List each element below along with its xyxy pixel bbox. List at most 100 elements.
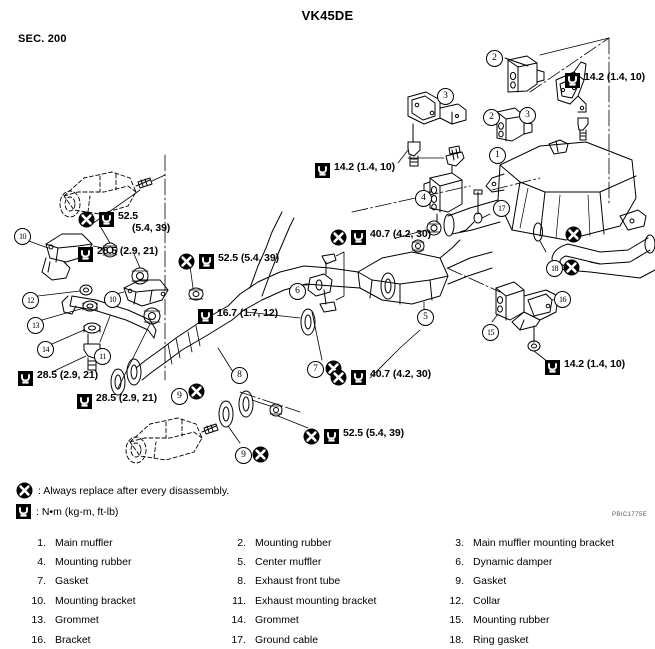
part-number: 9. (455, 575, 464, 588)
torque-value: 28.5 (2.9, 21) (37, 369, 98, 381)
callout-15: 15 (482, 324, 499, 341)
part-list-item: 8.Exhaust front tube (218, 572, 436, 591)
legend: : Always replace after every disassembly… (16, 480, 229, 522)
torque-value: 28.5 (2.9, 21) (96, 392, 157, 404)
replace-icon (303, 428, 320, 445)
part-number: 1. (37, 536, 46, 549)
part-name: Center muffler (255, 556, 322, 569)
torque-callout: 16.7 (1.7, 12) (198, 307, 278, 324)
torque-icon (565, 73, 580, 88)
torque-icon (315, 163, 330, 178)
torque-callout: 14.2 (1.4, 10) (315, 161, 395, 178)
part-name: Bracket (55, 633, 91, 646)
part-number: 11. (232, 594, 246, 607)
torque-value: 14.2 (1.4, 10) (564, 358, 625, 370)
torque-icon (545, 360, 560, 375)
torque-value: 40.7 (4.2, 30) (370, 368, 431, 380)
callout-5: 5 (417, 309, 434, 326)
torque-callout: 52.5 (5.4, 39) (303, 427, 404, 445)
figure-code: PBIC1775E (612, 512, 647, 518)
replace-icon (188, 383, 205, 400)
part-number: 4. (37, 556, 46, 569)
exhaust-system-diagram (25, 37, 655, 464)
torque-value-line1: 14.2 (1.4, 10) (334, 161, 396, 173)
callout-14: 14 (37, 341, 54, 358)
callout-17: 17 (493, 200, 510, 217)
section-label: SEC. 200 (18, 33, 67, 45)
torque-value: 14.2 (1.4, 10) (584, 71, 645, 83)
legend-row-torque: : N•m (kg-m, ft-lb) (16, 501, 229, 522)
part-number: 3. (455, 536, 464, 549)
part-name: Main muffler (55, 536, 113, 549)
torque-callout: 28.5 (2.9, 21) (78, 245, 158, 262)
part-list-item: 13. Grommet (0, 611, 218, 630)
part-number: 12. (449, 594, 464, 607)
part-name: Mounting rubber (255, 536, 332, 549)
callout-4: 4 (415, 190, 432, 207)
part-number: 13. (31, 614, 46, 627)
torque-callout: 52.5 (5.4, 39) (178, 252, 279, 270)
legend-row-replace: : Always replace after every disassembly… (16, 480, 229, 501)
part-number: 15. (449, 614, 464, 627)
part-number: 17. (231, 633, 246, 646)
callout-13: 13 (27, 317, 44, 334)
part-list-item: 10. Mounting bracket (0, 591, 218, 610)
replace-icon (563, 259, 580, 276)
torque-value-line1: 52.5 (5.4, 39) (343, 427, 405, 439)
part-number: 2. (237, 536, 246, 549)
torque-value-line1: 14.2 (1.4, 10) (564, 358, 626, 370)
callout-16: 16 (554, 291, 571, 308)
torque-icon (351, 370, 366, 385)
replace-icon (252, 446, 269, 463)
parts-list: 1. Main muffler 2. Mounting rubber 3.Main mu… (0, 533, 655, 649)
torque-value: 52.5 (5.4, 39) (218, 252, 279, 264)
part-name: Grommet (55, 614, 99, 627)
torque-value: 16.7 (1.7, 12) (217, 307, 278, 319)
legend-text-torque: : N•m (kg-m, ft-lb) (36, 505, 119, 518)
part-list-item: 6.Dynamic damper (436, 552, 655, 571)
replace-icon (330, 229, 347, 246)
callout-2: 2 (486, 50, 503, 67)
callout-3: 3 (437, 88, 454, 105)
torque-callout: 52.5(5.4, 39) (78, 210, 170, 234)
torque-icon (18, 371, 33, 386)
part-number: 6. (455, 556, 464, 569)
callout-9: 9 (235, 447, 252, 464)
torque-value-line1: 40.7 (4.2, 30) (370, 368, 432, 380)
torque-value-line1: 28.5 (2.9, 21) (37, 369, 99, 381)
torque-value-line1: 16.7 (1.7, 12) (217, 307, 279, 319)
part-number: 5. (237, 556, 246, 569)
part-name: Mounting rubber (55, 556, 132, 569)
part-number: 10. (31, 594, 46, 607)
part-list-item: 3.Main muffler mounting bracket (436, 533, 655, 552)
part-number: 7. (37, 575, 46, 588)
callout-9: 9 (171, 388, 188, 405)
part-list-item: 2. Mounting rubber (218, 533, 436, 552)
part-list-item: 7. Gasket (0, 572, 218, 591)
part-number: 8. (237, 575, 246, 588)
part-list-item: 11.Exhaust mounting bracket (218, 591, 436, 610)
torque-value-line1: 14.2 (1.4, 10) (584, 71, 646, 83)
replace-icon (565, 226, 582, 243)
callout-6: 6 (289, 283, 306, 300)
part-name: Mounting bracket (55, 594, 136, 607)
torque-icon (99, 212, 114, 227)
callout-1: 1 (489, 147, 506, 164)
part-list-item: 14.Grommet (218, 611, 436, 630)
part-list-item: 5. Center muffler (218, 552, 436, 571)
torque-value-line1: 40.7 (4.2, 30) (370, 228, 432, 240)
part-name: Mounting rubber (473, 614, 550, 627)
replace-icon (178, 253, 195, 270)
callout-12: 12 (22, 292, 39, 309)
torque-callout: 14.2 (1.4, 10) (545, 358, 625, 375)
torque-icon (199, 254, 214, 269)
part-name: Gasket (55, 575, 89, 588)
legend-text-replace: : Always replace after every disassembly… (38, 484, 230, 497)
part-number: 16. (31, 633, 46, 646)
part-name: Grommet (255, 614, 299, 627)
torque-icon (16, 504, 31, 519)
callout-8: 8 (231, 367, 248, 384)
part-name: Collar (473, 594, 501, 607)
callout-3: 3 (519, 107, 536, 124)
part-list-item: 16. Bracket (0, 630, 218, 649)
